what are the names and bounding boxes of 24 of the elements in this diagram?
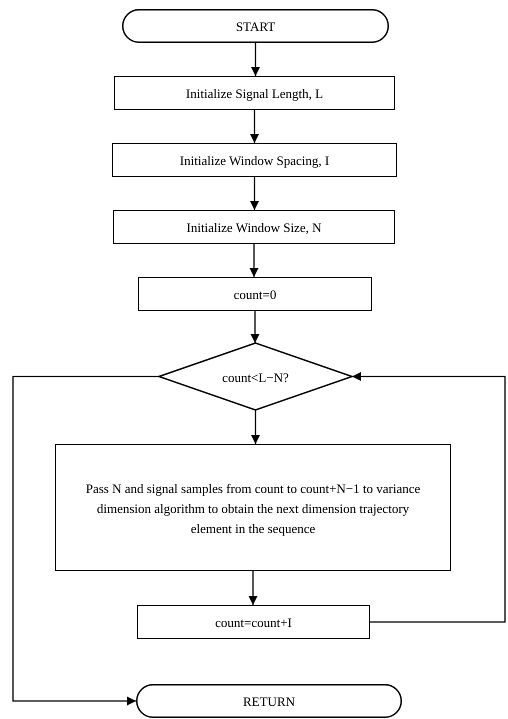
arrow (250, 110, 259, 143)
process-box (112, 143, 397, 177)
process-box (55, 444, 451, 571)
arrow (12, 376, 159, 706)
arrow (250, 177, 259, 210)
process-box (113, 210, 395, 244)
arrow (248, 571, 258, 605)
arrow (251, 43, 260, 76)
node-label: Pass N and signal samples from count to count+N−1 to variance dimension algorithm to obtain the next dimension trajectory element in the sequence (84, 480, 422, 538)
arrow (352, 372, 506, 623)
arrow (250, 244, 258, 277)
node-label: Initialize Window Size, N (186, 219, 322, 238)
arrow (250, 311, 260, 343)
arrow (251, 410, 260, 444)
node-label: Initialize Window Spacing, I (180, 152, 330, 170)
process-box (114, 76, 395, 110)
node-label: Initialize Signal Length, L (186, 85, 324, 104)
process-box (137, 605, 370, 639)
node-label: RETURN (243, 693, 295, 712)
node-label: count=count+I (215, 614, 292, 632)
node-label: count=0 (234, 286, 276, 304)
node-label: START (236, 18, 276, 36)
process-box (138, 277, 372, 311)
node-label: count<L−N? (222, 368, 289, 387)
